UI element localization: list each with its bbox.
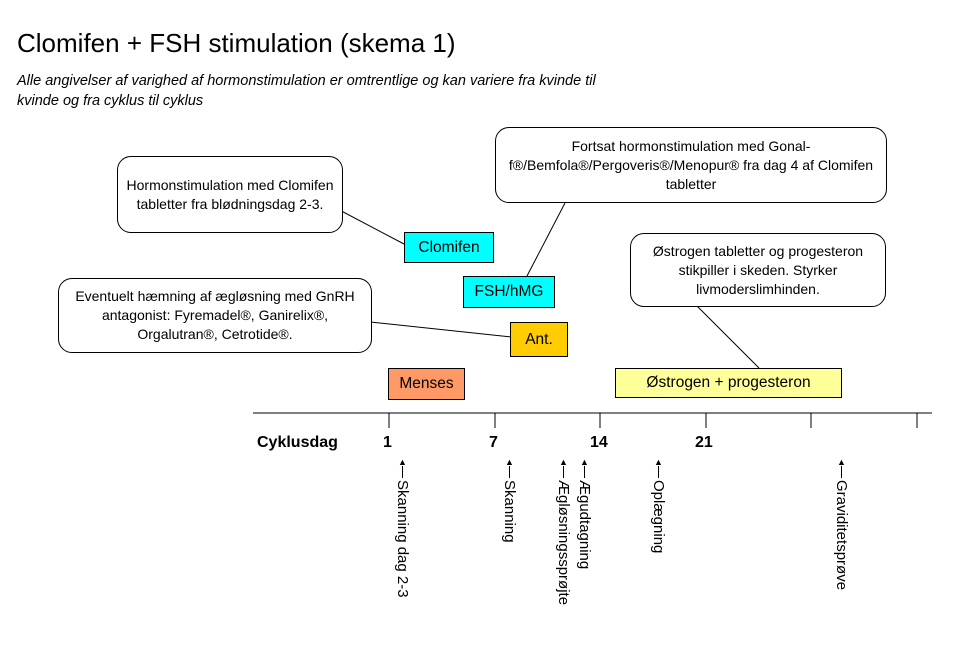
page-subtitle: Alle angivelser af varighed af hormonsti… bbox=[17, 73, 596, 109]
fsh-callout: Fortsat hormonstimulation med Gonal-f®/B… bbox=[495, 127, 887, 203]
tick-label: 21 bbox=[695, 434, 713, 451]
event-transfer: ▲ Oplægning bbox=[650, 457, 667, 554]
event-label: Oplægning bbox=[650, 480, 667, 554]
tick-label: 1 bbox=[383, 434, 392, 451]
menses-bar: Menses bbox=[388, 368, 465, 400]
clomifen-bar: Clomifen bbox=[404, 232, 494, 263]
arrow-shaft bbox=[509, 466, 510, 478]
event-scan-day-2-3: ▲ Skanning dag 2-3 bbox=[394, 457, 411, 598]
arrow-shaft bbox=[658, 466, 659, 478]
antagonist-callout-pointer bbox=[369, 321, 512, 338]
event-label: Graviditetsprøve bbox=[833, 480, 850, 591]
event-label: Ægudtagning bbox=[576, 480, 593, 570]
fsh-bar: FSH/hMG bbox=[463, 276, 555, 308]
antagonist-bar: Ant. bbox=[510, 322, 568, 357]
arrow-up-icon: ▲ bbox=[505, 457, 514, 467]
event-label: Skanning bbox=[501, 480, 518, 543]
tick-label: 7 bbox=[489, 434, 498, 451]
arrow-shaft bbox=[402, 466, 403, 478]
event-label: Ægløsningssprøjte bbox=[555, 480, 572, 606]
arrow-shaft bbox=[563, 466, 564, 478]
arrow-shaft bbox=[584, 466, 585, 478]
antagonist-callout: Eventuelt hæmning af ægløsning med GnRH … bbox=[58, 278, 372, 353]
event-ovulation-injection: ▲ Ægløsningssprøjte bbox=[555, 457, 572, 606]
event-scan: ▲ Skanning bbox=[501, 457, 518, 543]
arrow-up-icon: ▲ bbox=[559, 457, 568, 467]
estrogen-callout-pointer bbox=[696, 305, 760, 369]
fsh-callout-pointer bbox=[526, 202, 566, 277]
arrow-up-icon: ▲ bbox=[580, 457, 589, 467]
tick-label: 14 bbox=[590, 434, 608, 451]
estrogen-callout: Østrogen tabletter og progesteron stikpi… bbox=[630, 233, 886, 307]
arrow-up-icon: ▲ bbox=[837, 457, 846, 467]
arrow-up-icon: ▲ bbox=[398, 457, 407, 467]
arrow-shaft bbox=[841, 466, 842, 478]
estrogen-bar: Østrogen + progesteron bbox=[615, 368, 842, 398]
axis-label: Cyklusdag bbox=[257, 434, 338, 451]
event-pregnancy-test: ▲ Graviditetsprøve bbox=[833, 457, 850, 591]
event-egg-retrieval: ▲ Ægudtagning bbox=[576, 457, 593, 570]
clomifen-callout: Hormonstimulation med Clomifen tabletter… bbox=[117, 156, 343, 233]
event-label: Skanning dag 2-3 bbox=[394, 480, 411, 598]
page-title: Clomifen + FSH stimulation (skema 1) bbox=[17, 28, 456, 58]
arrow-up-icon: ▲ bbox=[654, 457, 663, 467]
